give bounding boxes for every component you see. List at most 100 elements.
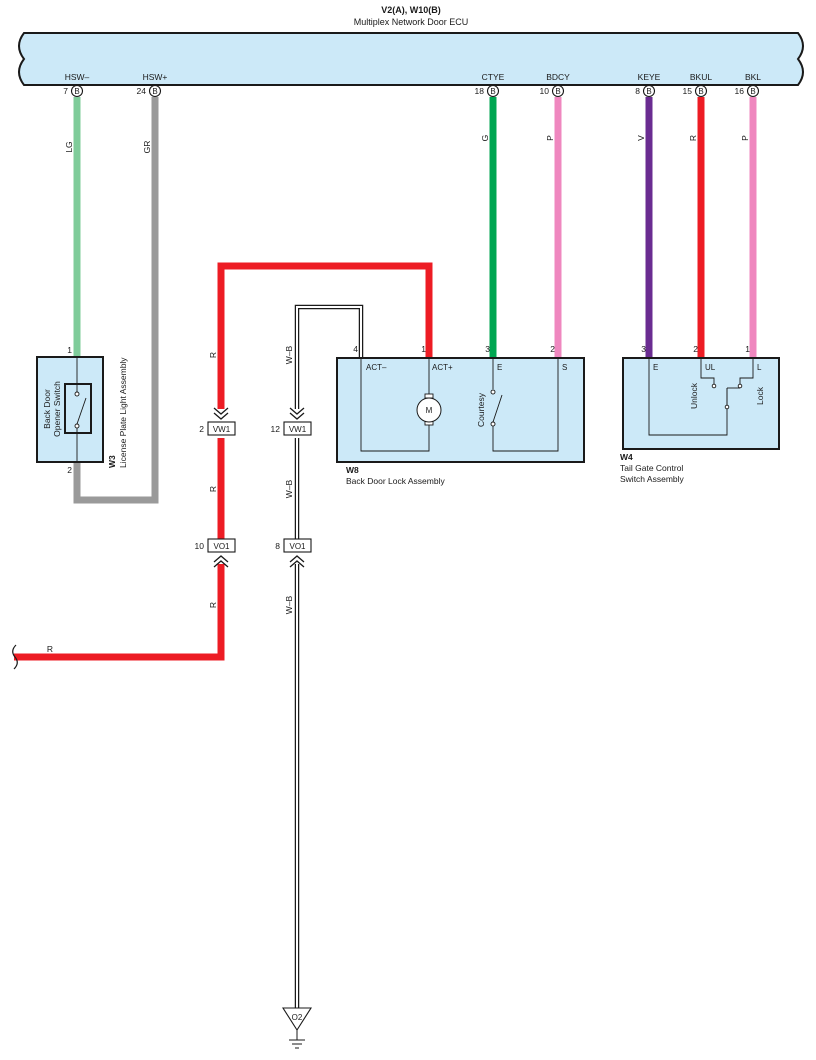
pin-signal: KEYE — [638, 72, 661, 82]
wire-label-p-bdcy: P — [545, 135, 555, 141]
wire-act-plus — [217, 262, 433, 409]
ecu-bar: V2(A), W10(B) Multiplex Network Door ECU — [18, 5, 804, 86]
pin-connector-circle — [148, 84, 162, 98]
pin-number: 8 — [635, 86, 640, 96]
ecu-pin-ctye: CTYE 18 B — [475, 72, 505, 98]
connector-box — [207, 421, 236, 436]
w3-switch-label-1: Back Door — [42, 389, 52, 429]
ecu-pin-keye: KEYE 8 B — [635, 72, 661, 98]
wire-label-r-bkul: R — [688, 135, 698, 141]
w4-term-ul: UL — [705, 363, 716, 372]
w4-term-e: E — [653, 363, 658, 372]
wire-act-plus-lower — [14, 564, 225, 661]
pin-signal: BKL — [745, 72, 761, 82]
pin-signal: CTYE — [482, 72, 505, 82]
connector-pin: 12 — [271, 424, 281, 434]
connector-name: VO1 — [213, 542, 230, 551]
w3-switch-frame — [64, 383, 92, 434]
pin-connector-circle — [486, 84, 500, 98]
w8-name: Back Door Lock Assembly — [346, 476, 445, 486]
w4-unlock-label: Unlock — [689, 382, 699, 409]
wire-label-wb-mid: W–B — [284, 479, 294, 498]
pin-signal: BKUL — [690, 72, 712, 82]
connector-pin: 10 — [195, 541, 205, 551]
pin-signal: HSW– — [65, 72, 90, 82]
w4-name-1: Tail Gate Control — [620, 463, 683, 473]
wire-label-p-bkl: P — [740, 135, 750, 141]
motor-label: M — [426, 406, 433, 415]
connector-pin: 8 — [275, 541, 280, 551]
w4-pin-3: 3 — [641, 344, 646, 354]
component-w4: 3 2 1 E UL L Unlock Lock W4 Tail Gate Co… — [620, 344, 780, 484]
ecu-pin-hsw-plus: HSW+ 24 B — [137, 72, 168, 98]
pin-number: 15 — [683, 86, 693, 96]
ecu-title: V2(A), W10(B) — [381, 5, 441, 15]
w8-pin-1: 1 — [421, 344, 426, 354]
w8-pin-2: 2 — [550, 344, 555, 354]
connector-name: VO1 — [289, 542, 306, 551]
pin-connector-letter: B — [74, 87, 79, 96]
ecu-pin-bkul: BKUL 15 B — [683, 72, 712, 98]
pin-connector-letter: B — [555, 87, 560, 96]
w8-pin-3: 3 — [485, 344, 490, 354]
connector-vo1-wb: VO1 8 — [275, 538, 312, 568]
connector-box — [283, 538, 312, 553]
w8-pin-4: 4 — [353, 344, 358, 354]
wire-hsw-plus — [73, 97, 159, 504]
motor-icon: M — [416, 393, 442, 426]
courtesy-switch-icon — [492, 394, 503, 423]
w3-pin-2: 2 — [67, 465, 72, 475]
ecu-pin-hsw-minus: HSW– 7 B — [63, 72, 90, 98]
pin-connector-letter: B — [490, 87, 495, 96]
w4-pin-2: 2 — [693, 344, 698, 354]
ground-label: O2 — [292, 1013, 303, 1022]
w8-body — [336, 357, 585, 463]
w3-name: License Plate Light Assembly — [118, 357, 128, 468]
wire-label-v: V — [636, 135, 646, 141]
connector-name: VW1 — [213, 425, 231, 434]
connector-box — [283, 421, 312, 436]
w4-name-2: Switch Assembly — [620, 474, 685, 484]
w8-term-s: S — [562, 363, 567, 372]
w4-pin-1: 1 — [745, 344, 750, 354]
w4-code: W4 — [620, 452, 633, 462]
wire-break-icon — [12, 644, 18, 670]
pin-connector-circle — [70, 84, 84, 98]
w3-switch-label-2: Opener Switch — [52, 381, 62, 437]
ecu-pin-bdcy: BDCY 10 B — [540, 72, 570, 98]
connector-box — [207, 538, 236, 553]
wire-label-wb-lower: W–B — [284, 595, 294, 614]
ground-icon: O2 — [281, 1007, 313, 1049]
pin-number: 16 — [735, 86, 745, 96]
w8-term-act-plus: ACT+ — [432, 363, 453, 372]
pin-connector-letter: B — [152, 87, 157, 96]
pin-number: 24 — [137, 86, 147, 96]
pin-signal: BDCY — [546, 72, 570, 82]
wire-label-r-mid: R — [208, 486, 218, 492]
wire-label-r-upper: R — [208, 352, 218, 358]
pin-connector-circle — [746, 84, 760, 98]
w3-pin-1: 1 — [67, 345, 72, 355]
pin-connector-circle — [642, 84, 656, 98]
connector-vo1-r: VO1 10 — [195, 538, 236, 568]
wire-label-r-lower: R — [208, 602, 218, 608]
pin-number: 7 — [63, 86, 68, 96]
pin-signal: HSW+ — [143, 72, 168, 82]
w8-courtesy-label: Courtesy — [476, 392, 486, 427]
connector-pin: 2 — [199, 424, 204, 434]
pin-connector-circle — [694, 84, 708, 98]
component-w3: Back Door Opener Switch 1 2 W3 License P… — [36, 345, 128, 475]
pin-number: 18 — [475, 86, 485, 96]
ecu-name: Multiplex Network Door ECU — [354, 17, 469, 27]
w8-term-e: E — [497, 363, 502, 372]
wire-ground-wb — [294, 304, 364, 1010]
wire-label-lg: LG — [64, 141, 74, 152]
w8-code: W8 — [346, 465, 359, 475]
w8-term-act-minus: ACT– — [366, 363, 387, 372]
w3-code: W3 — [107, 455, 117, 468]
pin-connector-letter: B — [750, 87, 755, 96]
wire-label-gr: GR — [142, 141, 152, 154]
pin-number: 10 — [540, 86, 550, 96]
component-w8: 4 1 3 2 ACT– ACT+ E S M Courtesy W8 Back… — [336, 344, 585, 486]
